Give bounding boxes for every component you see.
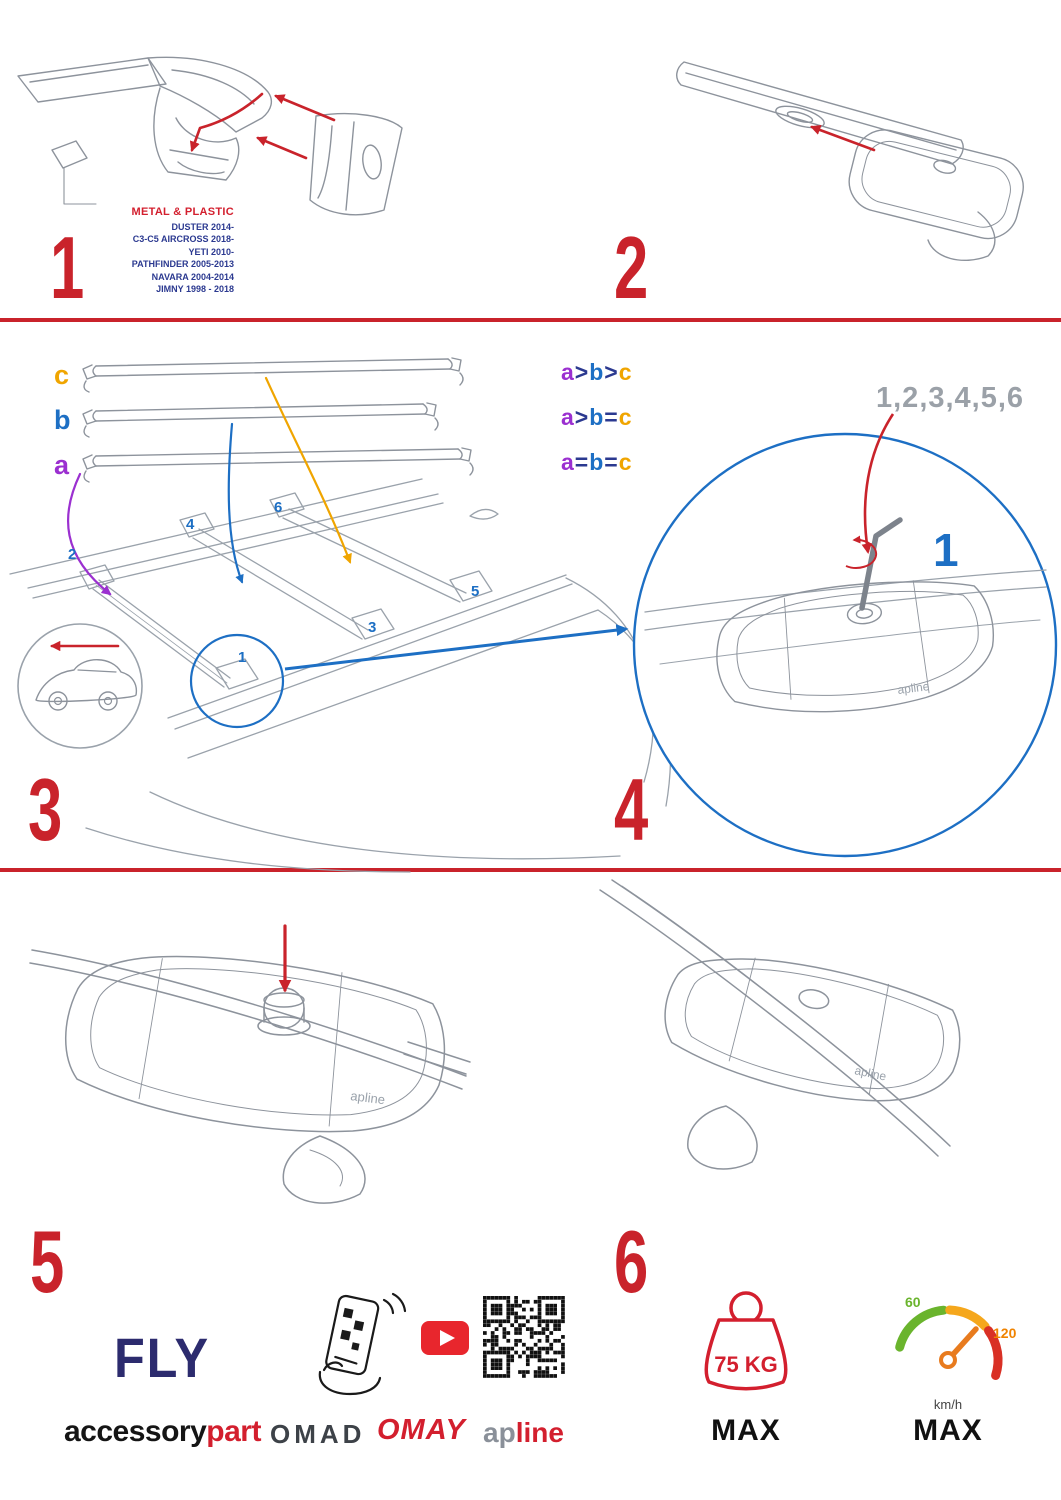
rotate-arrow [845, 535, 878, 569]
accessorypart-red: part [206, 1415, 261, 1448]
bar-label-b: b [54, 405, 71, 435]
position-2: 2 [68, 546, 77, 563]
fly-logo: FLY [114, 1326, 210, 1389]
position-3: 3 [368, 619, 377, 636]
bar-position-arrows [66, 376, 352, 596]
product-logo-step6: apline [853, 1063, 888, 1083]
formula-3: a=b=c [561, 449, 633, 475]
position-5: 5 [471, 583, 480, 600]
omad-logo: OMAD [270, 1419, 366, 1449]
material-label: METAL & PLASTIC [131, 206, 234, 218]
step-5-number: 5 [30, 1212, 65, 1311]
step1-arrows [189, 92, 336, 160]
step2-illustration [676, 61, 1024, 261]
step-4-number: 4 [614, 760, 649, 859]
step2-arrow [810, 125, 876, 152]
product-logo-step5: apline [350, 1088, 386, 1107]
speed-120-label: 120 [993, 1325, 1017, 1341]
accessorypart-logo: accessorypart [64, 1417, 261, 1447]
speed-60-label: 60 [905, 1294, 921, 1310]
max-speed-label: MAX [913, 1414, 983, 1447]
position-1: 1 [238, 649, 247, 666]
max-weight-label: MAX [711, 1414, 781, 1447]
step1-illustration [17, 56, 403, 216]
sequence-callout-1: 1 [933, 524, 959, 576]
model-line: DUSTER 2014- [171, 222, 234, 232]
max-weight-value: 75 KG [714, 1352, 778, 1377]
formula-2: a>b=c [561, 404, 633, 430]
step4-illustration: apline [632, 413, 1058, 858]
accessorypart-black: accessory [64, 1415, 207, 1448]
model-line: NAVARA 2004-2014 [151, 271, 234, 282]
formula-1: a>b>c [561, 359, 633, 385]
step-2-number: 2 [614, 218, 649, 317]
qr-scan-phone-icon [318, 1292, 407, 1396]
sequence-arrow [861, 413, 895, 555]
youtube-icon [421, 1321, 469, 1355]
position-6: 6 [274, 499, 283, 516]
model-line: JIMNY 1998 - 2018 [156, 284, 234, 295]
bar-label-a: a [54, 450, 70, 480]
fitment-list: METAL & PLASTIC DUSTER 2014- C3-C5 AIRCR… [90, 206, 234, 295]
step-1-number: 1 [50, 218, 85, 317]
step5-illustration [29, 949, 471, 1204]
model-line: PATHFINDER 2005-2013 [131, 259, 234, 270]
model-line: YETI 2010- [188, 246, 234, 257]
crossbars [82, 357, 474, 483]
speed-limit-icon [895, 1305, 1003, 1380]
speed-unit-label: km/h [933, 1397, 963, 1412]
step-6-number: 6 [614, 1212, 649, 1311]
product-logo-step4: apline [897, 679, 931, 697]
weight-limit-icon [704, 1291, 788, 1391]
model-line: C3-C5 AIRCROSS 2018- [132, 234, 234, 245]
apline-logo: apline [483, 1419, 564, 1447]
step6-illustration [599, 879, 961, 1170]
zoom-link-arrow [284, 624, 629, 671]
allen-key [859, 517, 903, 611]
bar-label-c: c [54, 360, 70, 390]
omay-logo: OMAY [377, 1414, 466, 1446]
step-3-number: 3 [28, 760, 63, 859]
tightening-sequence: 1,2,3,4,5,6 [876, 382, 1025, 414]
position-4: 4 [186, 516, 195, 533]
apline-red: line [515, 1417, 564, 1448]
car-direction-badge [17, 623, 143, 749]
apline-gray: ap [483, 1417, 516, 1448]
divider-top [0, 318, 1061, 322]
qr-code [481, 1294, 567, 1380]
divider-bottom [0, 868, 1061, 872]
foot-1-highlight-circle [189, 633, 285, 729]
roof-illustration [9, 478, 672, 873]
